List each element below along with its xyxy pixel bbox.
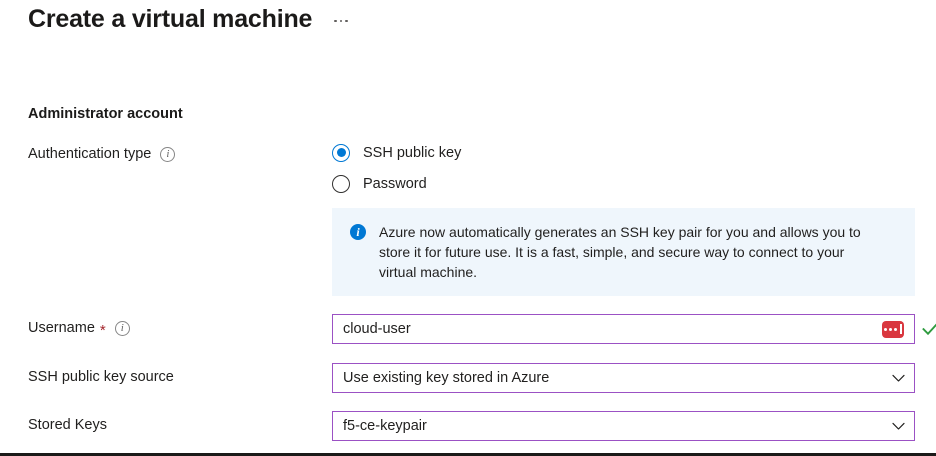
badge-dot	[889, 327, 893, 331]
radio-option-password[interactable]: Password	[332, 170, 461, 197]
radio-button-selected[interactable]	[332, 143, 350, 162]
stored-keys-label-text: Stored Keys	[28, 417, 107, 433]
chevron-down-icon[interactable]	[890, 418, 906, 434]
username-label: Username * i	[28, 320, 130, 339]
username-label-text: Username	[28, 320, 95, 336]
required-asterisk: *	[99, 321, 106, 339]
ellipsis-dot	[339, 19, 343, 23]
password-manager-badge-icon[interactable]	[882, 320, 904, 338]
more-options-icon[interactable]	[330, 14, 352, 25]
green-check-icon	[922, 314, 936, 344]
ssh-public-key-source-label: SSH public key source	[28, 369, 174, 385]
info-filled-icon: i	[350, 224, 366, 240]
badge-dot	[894, 327, 898, 331]
badge-cursor	[900, 324, 902, 334]
chevron-down-icon[interactable]	[890, 370, 906, 386]
authentication-type-label-text: Authentication type	[28, 146, 152, 162]
ssh-public-key-source-value: Use existing key stored in Azure	[343, 370, 550, 386]
page-header: Create a virtual machine	[28, 2, 352, 36]
info-icon[interactable]: i	[114, 320, 130, 336]
ellipsis-dot	[334, 19, 337, 23]
authentication-type-radio-group: SSH public key Password	[332, 139, 461, 197]
info-banner: i Azure now automatically generates an S…	[332, 208, 915, 296]
radio-option-ssh-public-key[interactable]: SSH public key	[332, 139, 461, 166]
info-icon[interactable]: i	[160, 146, 176, 162]
ssh-public-key-source-dropdown[interactable]: Use existing key stored in Azure	[332, 363, 915, 393]
authentication-type-label: Authentication type i	[28, 146, 176, 162]
section-title-administrator-account: Administrator account	[28, 106, 183, 122]
stored-keys-dropdown[interactable]: f5-ce-keypair	[332, 411, 915, 441]
radio-label-ssh-public-key: SSH public key	[363, 144, 462, 161]
bottom-divider	[0, 453, 936, 456]
badge-dot	[884, 327, 888, 331]
stored-keys-label: Stored Keys	[28, 417, 107, 433]
ellipsis-dot	[345, 19, 348, 23]
info-banner-text: Azure now automatically generates an SSH…	[379, 224, 861, 280]
ssh-public-key-source-label-text: SSH public key source	[28, 369, 174, 385]
stored-keys-value: f5-ce-keypair	[343, 418, 427, 434]
username-value: cloud-user	[343, 321, 411, 337]
username-input[interactable]: cloud-user	[332, 314, 915, 344]
page-title: Create a virtual machine	[28, 5, 313, 33]
radio-button-unselected[interactable]	[332, 174, 350, 193]
radio-label-password: Password	[363, 175, 427, 192]
